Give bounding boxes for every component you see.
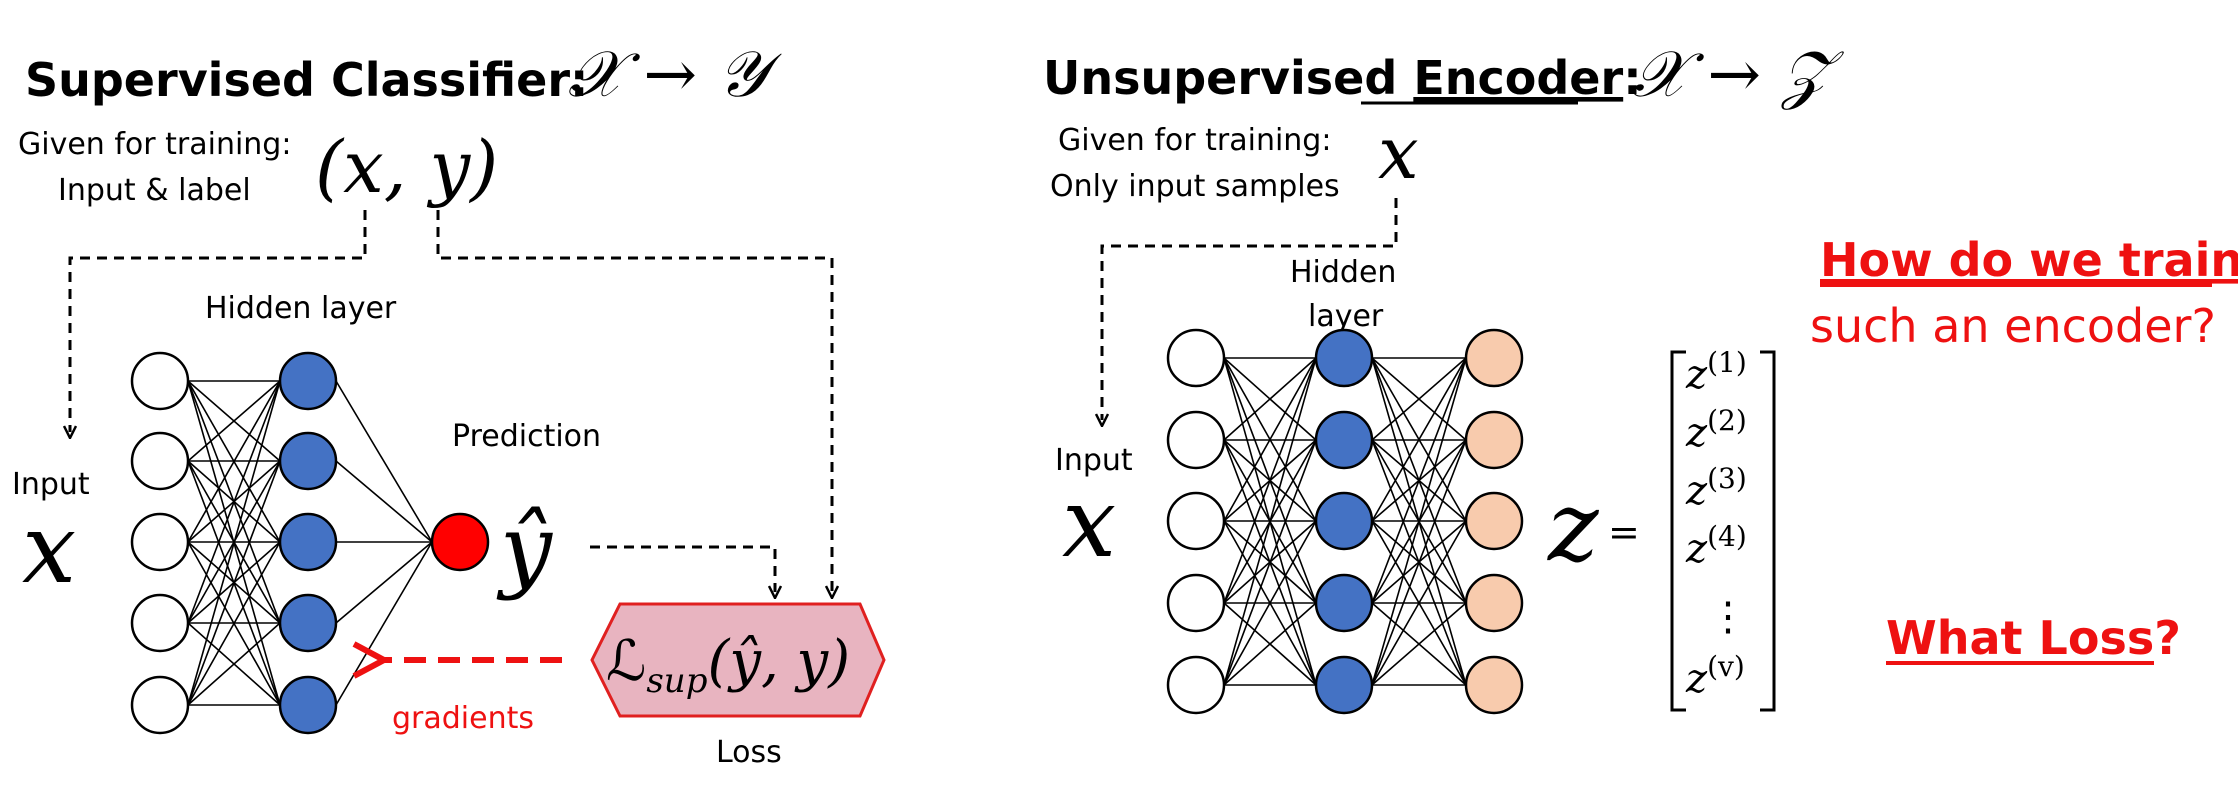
- input-hidden-edge: [187, 380, 281, 624]
- hidden-node-2: [278, 431, 338, 491]
- encoder-word: Encoder: [1413, 51, 1623, 105]
- encoder-hidden-output-edge: [1371, 357, 1467, 604]
- question-train-line2: such an encoder?: [1810, 299, 2216, 353]
- unsupervised-encoder-panel: Unsupervised Encoder: 𝒳 → 𝒵 Given for tr…: [1043, 38, 2238, 715]
- z-variable: z: [1547, 471, 1600, 583]
- question-train-line1: How do we train: [1820, 233, 2238, 287]
- input-hidden-edge: [187, 380, 281, 706]
- encoder-hidden-label-line1: Hidden: [1290, 255, 1396, 290]
- z-equals: =: [1608, 510, 1640, 554]
- encoder-hidden-label-line2: layer: [1308, 299, 1384, 334]
- input-hidden-edge: [187, 460, 281, 706]
- encoder-hidden-node-4: [1314, 573, 1374, 633]
- encoder-output-node-4: [1464, 573, 1524, 633]
- z-vector-entry-6: z(v): [1685, 650, 1745, 702]
- z-vector: z(1) z(2) z(3) z(4) ⋮ z(v): [1685, 346, 1748, 702]
- hidden-node-5: [278, 675, 338, 735]
- prediction-node: [430, 512, 490, 572]
- label-connector-arrow: [436, 210, 832, 592]
- z-vector-entry-3: z(3): [1685, 462, 1747, 514]
- supervised-classifier-panel: Supervised Classifier: 𝒳 → 𝒴 Given for t…: [12, 38, 886, 770]
- input-node-4: [130, 593, 190, 653]
- hidden-output-edge: [335, 541, 433, 624]
- vector-right-bracket: [1760, 350, 1776, 712]
- input-label: Input: [12, 467, 90, 502]
- input-connector-arrow: [70, 210, 367, 432]
- encoder-hidden-output-edge: [1371, 357, 1467, 441]
- encoder-hidden-output-edge: [1371, 602, 1467, 686]
- encoder-input-hidden-edge: [1223, 357, 1317, 604]
- encoder-hidden-node-1: [1314, 328, 1374, 388]
- gradients-label: gradients: [392, 701, 534, 736]
- prediction-label: Prediction: [452, 419, 601, 454]
- supervised-given-line2: Input & label: [58, 173, 251, 208]
- input-hidden-edge: [187, 622, 281, 706]
- input-hidden-edge: [187, 380, 281, 462]
- hidden-node-4: [278, 593, 338, 653]
- encoder-hidden-node-3: [1314, 491, 1374, 551]
- input-node-2: [130, 431, 190, 491]
- encoder-hidden-output-edge: [1371, 357, 1467, 522]
- input-hidden-edge: [187, 380, 281, 543]
- input-hidden-edge: [187, 541, 281, 706]
- supervised-given-math: (x, y): [315, 125, 498, 209]
- encoder-output-node-3: [1464, 491, 1524, 551]
- loss-expression: ℒsup(ŷ, y): [606, 629, 850, 701]
- encoder-network: [1166, 328, 1524, 715]
- vector-left-bracket: [1670, 350, 1686, 712]
- z-vector-entry-4: z(4): [1685, 520, 1747, 572]
- z-vector-entry-2: z(2): [1685, 404, 1747, 456]
- encoder-input-hidden-edge: [1223, 357, 1317, 522]
- encoder-input-node-3: [1166, 491, 1226, 551]
- loss-box: [590, 602, 886, 718]
- unsupervised-title: Unsupervised Encoder:: [1043, 51, 1642, 105]
- encoder-input-label: Input: [1055, 443, 1133, 478]
- encoder-input-node-5: [1166, 655, 1226, 715]
- hidden-output-edge: [335, 460, 433, 543]
- encoder-hidden-output-edge: [1371, 520, 1467, 686]
- hidden-node-1: [278, 351, 338, 411]
- encoder-hidden-output-edge: [1371, 439, 1467, 686]
- encoder-hidden-node-2: [1314, 410, 1374, 470]
- unsupervised-title-math: 𝒳 → 𝒵: [1632, 38, 1844, 112]
- supervised-given-line1: Given for training:: [18, 127, 291, 162]
- input-node-1: [130, 351, 190, 411]
- loss-label: Loss: [716, 735, 782, 770]
- encoder-hidden-output-edge: [1371, 357, 1467, 686]
- encoder-input-variable: x: [1062, 467, 1116, 579]
- supervised-title: Supervised Classifier:: [25, 53, 588, 107]
- unsupervised-given-math: x: [1378, 111, 1419, 195]
- input-node-5: [130, 675, 190, 735]
- supervised-network: [130, 351, 490, 735]
- encoder-input-connector-arrow: [1102, 198, 1398, 420]
- supervised-title-math: 𝒳 → 𝒴: [568, 38, 782, 112]
- z-vector-entry-5: ⋮: [1708, 594, 1748, 640]
- hidden-node-3: [278, 512, 338, 572]
- hidden-output-edge: [335, 541, 433, 706]
- hidden-layer-label: Hidden layer: [205, 291, 397, 326]
- input-node-3: [130, 512, 190, 572]
- prediction-variable: ŷ: [496, 495, 553, 602]
- encoder-input-node-4: [1166, 573, 1226, 633]
- unsupervised-given-line1: Given for training:: [1058, 123, 1331, 158]
- encoder-input-node-1: [1166, 328, 1226, 388]
- encoder-input-node-2: [1166, 410, 1226, 470]
- encoder-input-hidden-edge: [1223, 520, 1317, 686]
- hidden-output-edge: [335, 380, 433, 543]
- encoder-output-node-1: [1464, 328, 1524, 388]
- input-variable: x: [22, 493, 76, 605]
- encoder-output-node-2: [1464, 410, 1524, 470]
- encoder-input-hidden-edge: [1223, 357, 1317, 686]
- encoder-input-hidden-edge: [1223, 357, 1317, 441]
- encoder-output-node-5: [1464, 655, 1524, 715]
- z-vector-entry-1: z(1): [1685, 346, 1747, 398]
- encoder-input-hidden-edge: [1223, 602, 1317, 686]
- question-loss: What Loss?: [1886, 611, 2181, 665]
- encoder-input-hidden-edge: [1223, 439, 1317, 686]
- unsupervised-given-line2: Only input samples: [1050, 169, 1340, 204]
- prediction-connector-arrow: [590, 545, 775, 592]
- encoder-hidden-node-5: [1314, 655, 1374, 715]
